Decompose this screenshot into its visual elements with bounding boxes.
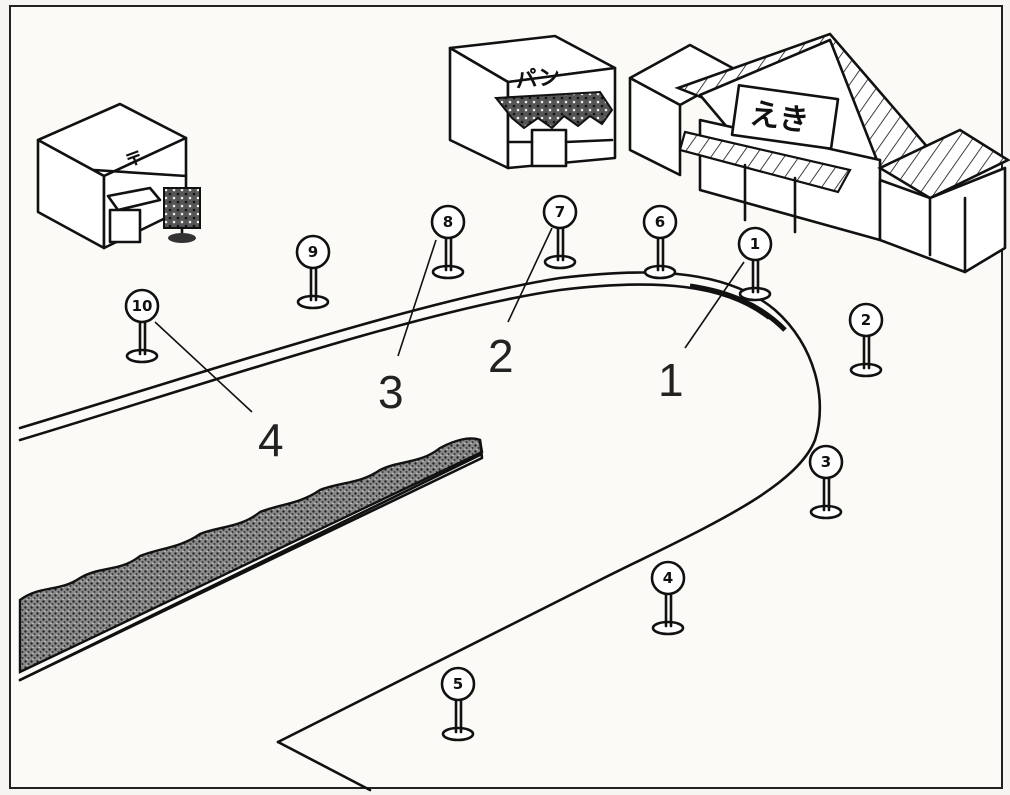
bakery-sign: パン	[514, 64, 561, 94]
bus-stop-label: 8	[443, 213, 453, 231]
callout-3: 3	[378, 366, 404, 418]
bus-stop-label: 7	[555, 203, 565, 221]
bakery: パン	[450, 36, 615, 168]
bus-stop-label: 1	[750, 235, 760, 253]
bus-stop-label: 6	[655, 213, 665, 231]
bus-stop-label: 5	[453, 675, 463, 693]
callout-2: 2	[488, 330, 514, 382]
bus-stop-label: 10	[132, 297, 153, 315]
bus-stop-label: 9	[308, 243, 318, 261]
callout-4: 4	[258, 414, 284, 466]
bus-stop-label: 4	[663, 569, 673, 587]
bus-stop-label: 2	[861, 311, 871, 329]
bus-stop-label: 3	[821, 453, 831, 471]
callout-1: 1	[658, 354, 684, 406]
